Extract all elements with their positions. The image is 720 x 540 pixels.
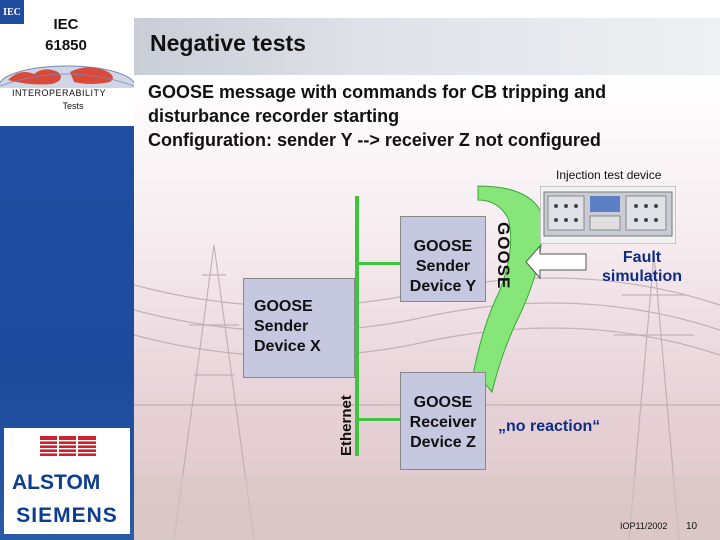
sidebar-subtitle: INTEROPERABILITY xyxy=(11,88,107,98)
sender-device-x: GOOSE Sender Device X xyxy=(243,278,355,378)
svg-text:ALSTOM: ALSTOM xyxy=(12,471,100,492)
sender-x-line3: Device X xyxy=(254,338,321,355)
sidebar: IEC IEC 61850 INTEROPERABILITY Tests xyxy=(0,0,134,540)
globe-icon xyxy=(0,58,134,88)
subtitle-line-1: GOOSE message with commands for CB tripp… xyxy=(148,82,607,102)
goose-arrow-label: GOOSE xyxy=(494,222,513,289)
sender-x-line1: GOOSE xyxy=(254,298,313,315)
ethernet-bus xyxy=(355,196,359,456)
iec-title-line2: 61850 xyxy=(45,37,87,54)
fault-arrow xyxy=(525,244,587,280)
receiver-z-line3: Device Z xyxy=(410,434,476,451)
fault-line1: Fault xyxy=(622,249,662,266)
siemens-logo: SIEMENS xyxy=(16,504,118,527)
subtitle-line-2: disturbance recorder starting xyxy=(148,106,400,126)
fault-line2: simulation xyxy=(601,268,682,285)
slide-subtitle: GOOSE message with commands for CB tripp… xyxy=(148,80,718,152)
sender-y-line1: GOOSE xyxy=(413,238,473,255)
abb-logo xyxy=(40,436,96,456)
sender-y-line3: Device Y xyxy=(409,278,477,295)
logo-panel: ALSTOM SIEMENS xyxy=(4,428,130,534)
iec-logo-icon: IEC xyxy=(0,0,24,24)
injection-device-icon xyxy=(540,186,676,244)
footer-code: IOP11/2002 xyxy=(620,521,668,531)
iec-title-line1: IEC xyxy=(53,16,79,33)
sender-y-line2: Sender xyxy=(415,258,471,275)
alstom-logo: ALSTOM xyxy=(12,471,100,492)
sender-x-line2: Sender xyxy=(254,318,309,335)
ethernet-label: Ethernet xyxy=(338,395,355,456)
sidebar-subtitle-tests: Tests xyxy=(62,101,84,111)
receiver-z-line1: GOOSE xyxy=(413,394,473,411)
page-title: Negative tests xyxy=(150,30,306,56)
no-reaction-label: „no reaction“ xyxy=(498,418,601,435)
injection-device-label: Injection test device xyxy=(556,168,662,182)
page-number: 10 xyxy=(686,521,698,532)
fault-simulation-label: Fault simulation xyxy=(592,248,692,286)
header-bar xyxy=(134,18,720,75)
sender-device-y: GOOSE Sender Device Y xyxy=(400,216,486,302)
subtitle-line-3: Configuration: sender Y --> receiver Z n… xyxy=(148,130,601,150)
iec-title: IEC 61850 xyxy=(26,14,106,56)
receiver-z-line2: Receiver xyxy=(409,414,477,431)
receiver-device-z: GOOSE Receiver Device Z xyxy=(400,372,486,470)
